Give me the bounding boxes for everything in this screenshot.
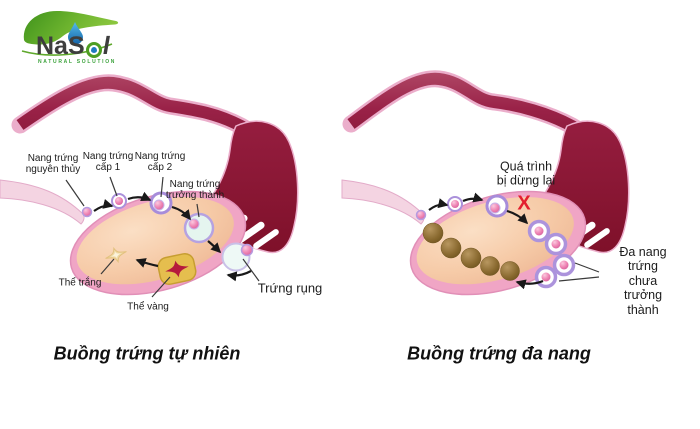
label-corpus-albicans: Thể trắng	[58, 277, 102, 289]
logo-leaf-graphic	[21, 11, 119, 56]
label-polycystic-follicles: Đa nang trứng chưa trưởng thành	[619, 245, 667, 317]
logo-tagline: NATURAL SOLUTION	[38, 59, 117, 65]
right-ovarian-ligament	[341, 179, 425, 225]
ovulation-egg	[221, 242, 254, 272]
right-cycle-arrows	[428, 192, 544, 290]
caption-polycystic-ovary: Buồng trứng đa nang	[407, 343, 591, 364]
polycystic-follicles	[527, 219, 576, 289]
right-follicle-primary	[447, 196, 463, 212]
label-secondary-follicle: Nang trứng cấp 2	[134, 150, 186, 173]
corpus-luteum	[157, 252, 197, 286]
follicle-mature	[183, 212, 215, 244]
follicle-primary	[111, 193, 127, 209]
logo-text-left: NaS	[36, 32, 85, 60]
left-natural-ovary-diagram	[0, 74, 299, 298]
right-leader-lines	[558, 262, 600, 282]
label-primary-follicle: Nang trứng cấp 1	[82, 150, 134, 173]
caption-natural-ovary: Buồng trứng tự nhiên	[53, 343, 241, 364]
stop-x-mark: X	[517, 192, 531, 215]
left-cycle-arrows	[93, 191, 252, 282]
label-primordial-follicle: Nang trứng nguyên thủy	[25, 152, 81, 175]
follicle-primordial	[81, 206, 93, 218]
leaf-icon	[23, 11, 119, 45]
corpus-albicans	[105, 246, 127, 264]
label-corpus-luteum: Thể vàng	[127, 301, 169, 313]
logo-o-ring	[85, 42, 102, 58]
label-process-stopped: Quá trình bị dừng lại	[496, 159, 556, 188]
cyst-row	[422, 222, 520, 281]
leaf-stem	[21, 43, 113, 56]
label-mature-follicle: Nang trứng trưởng thành	[165, 178, 225, 201]
right-polycystic-ovary-diagram	[341, 70, 630, 296]
water-drop-icon	[68, 22, 83, 45]
label-ovulation: Trứng rụng	[257, 280, 323, 296]
left-leader-lines	[65, 176, 260, 298]
right-follicle-primordial	[415, 209, 427, 221]
follicle-secondary	[149, 191, 173, 215]
right-follicle-secondary	[485, 194, 509, 218]
left-ovarian-ligament	[0, 179, 85, 225]
